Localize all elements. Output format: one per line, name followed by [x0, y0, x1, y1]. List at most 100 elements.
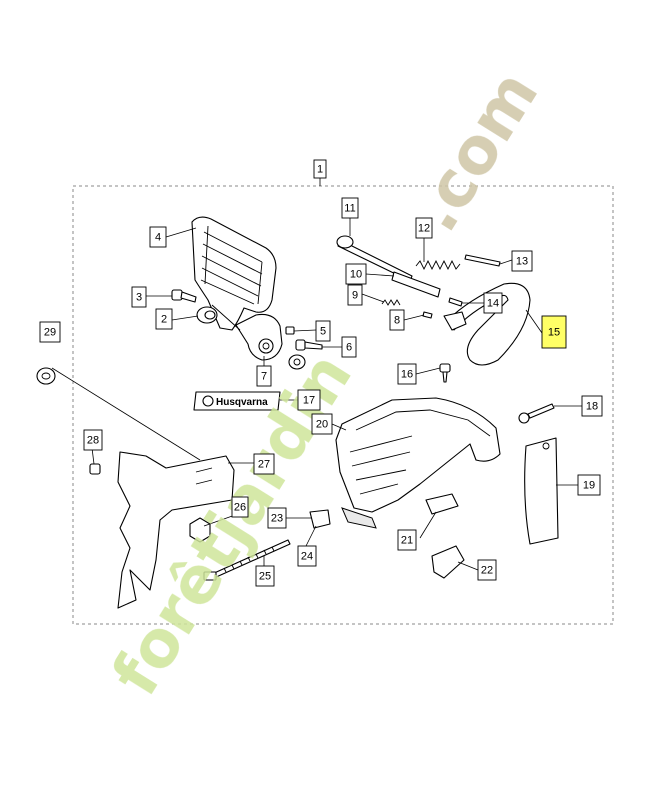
- callout-12: 12: [415, 217, 433, 239]
- callout-4: 4: [149, 226, 167, 248]
- callout-5: 5: [315, 320, 331, 342]
- callout-24: 24: [297, 545, 317, 567]
- callout-number-12: 12: [418, 223, 430, 235]
- callout-box-23: [267, 507, 287, 529]
- callout-box-12: [415, 217, 433, 239]
- callout-box-5: [315, 320, 331, 342]
- callout-22: 22: [477, 559, 497, 581]
- part-rod-13: [464, 254, 501, 267]
- callout-11: 11: [341, 197, 359, 219]
- callout-number-1: 1: [317, 164, 323, 176]
- watermark: forêtjardin .com: [99, 59, 553, 709]
- callout-box-25: [255, 565, 275, 587]
- callout-number-18: 18: [586, 401, 598, 413]
- callout-number-17: 17: [303, 395, 315, 407]
- callout-number-5: 5: [320, 326, 326, 338]
- callout-box-26: [231, 496, 249, 518]
- callout-box-17: [297, 389, 321, 411]
- callout-number-23: 23: [271, 513, 283, 525]
- callout-number-6: 6: [346, 342, 352, 354]
- callout-box-18: [581, 395, 603, 417]
- callout-7: 7: [256, 365, 272, 387]
- callout-9: 9: [347, 284, 363, 306]
- callout-number-22: 22: [481, 565, 493, 577]
- part-screw-18: [518, 403, 555, 424]
- part-spring-12: [415, 259, 461, 271]
- callout-3: 3: [131, 286, 147, 308]
- callout-box-10: [345, 263, 367, 285]
- callout-number-3: 3: [136, 292, 142, 304]
- callout-25: 25: [255, 565, 275, 587]
- callout-number-25: 25: [259, 571, 271, 583]
- callout-number-11: 11: [344, 203, 355, 215]
- callout-21: 21: [397, 529, 417, 551]
- callout-box-11: [341, 197, 359, 219]
- part-screw-3: [171, 289, 197, 303]
- callout-10: 10: [345, 263, 367, 285]
- callout-number-14: 14: [487, 298, 499, 310]
- part-block-21: [425, 493, 459, 515]
- callout-8: 8: [389, 309, 405, 331]
- part-tensioner-screw: [203, 539, 291, 581]
- callout-box-2: [155, 308, 173, 330]
- callout-number-19: 19: [583, 480, 595, 492]
- callout-number-28: 28: [87, 435, 99, 447]
- callout-number-26: 26: [234, 502, 246, 514]
- callout-6: 6: [341, 336, 357, 358]
- part-brake-band: [443, 282, 531, 366]
- callout-box-16: [397, 363, 417, 385]
- callout-13: 13: [511, 250, 533, 272]
- callout-box-3: [131, 286, 147, 308]
- callout-box-9: [347, 284, 363, 306]
- part-plate-19: [524, 437, 559, 545]
- callout-number-21: 21: [401, 535, 413, 547]
- callout-26: 26: [231, 496, 249, 518]
- decal-text: Husqvarna: [216, 397, 268, 408]
- part-spring-9: [381, 299, 401, 306]
- part-hand-guard: [191, 216, 277, 331]
- part-link-10: [391, 271, 441, 298]
- callout-14: 14: [483, 292, 503, 314]
- callout-box-15: [541, 315, 567, 349]
- part-nut-29: [36, 367, 56, 385]
- callout-29: 29: [39, 321, 61, 343]
- callout-number-4: 4: [155, 232, 161, 244]
- callout-number-20: 20: [316, 419, 328, 431]
- part-nut-26: [189, 517, 211, 543]
- callout-box-19: [577, 474, 601, 496]
- callout-box-7: [256, 365, 272, 387]
- callout-number-16: 16: [401, 369, 413, 381]
- callout-number-24: 24: [301, 551, 313, 563]
- part-pin-5: [285, 326, 295, 335]
- callout-box-6: [341, 336, 357, 358]
- callout-box-24: [297, 545, 317, 567]
- callout-number-9: 9: [352, 290, 358, 302]
- callout-number-2: 2: [161, 314, 167, 326]
- callout-number-7: 7: [261, 371, 267, 383]
- part-screw-28: [89, 463, 101, 475]
- callout-20: 20: [311, 413, 333, 435]
- callout-number-27: 27: [258, 459, 270, 471]
- callout-2: 2: [155, 308, 173, 330]
- callout-box-20: [311, 413, 333, 435]
- callout-15: 15: [541, 315, 567, 349]
- part-bolt-6: [288, 339, 323, 370]
- callout-box-28: [83, 429, 103, 451]
- assembly-frame: [72, 185, 614, 625]
- part-tensioner: [309, 509, 331, 529]
- callout-box-27: [253, 453, 275, 475]
- part-cap-22: [431, 545, 465, 579]
- callout-number-8: 8: [394, 315, 400, 327]
- callout-17: 17: [297, 389, 321, 411]
- callout-box-29: [39, 321, 61, 343]
- callout-box-22: [477, 559, 497, 581]
- callout-number-10: 10: [350, 269, 362, 281]
- callout-18: 18: [581, 395, 603, 417]
- part-clutch-cover: [335, 397, 501, 529]
- callout-16: 16: [397, 363, 417, 385]
- part-pin-14: [448, 297, 463, 307]
- leader-lines: [51, 178, 582, 571]
- watermark-com-text: .com: [399, 59, 553, 245]
